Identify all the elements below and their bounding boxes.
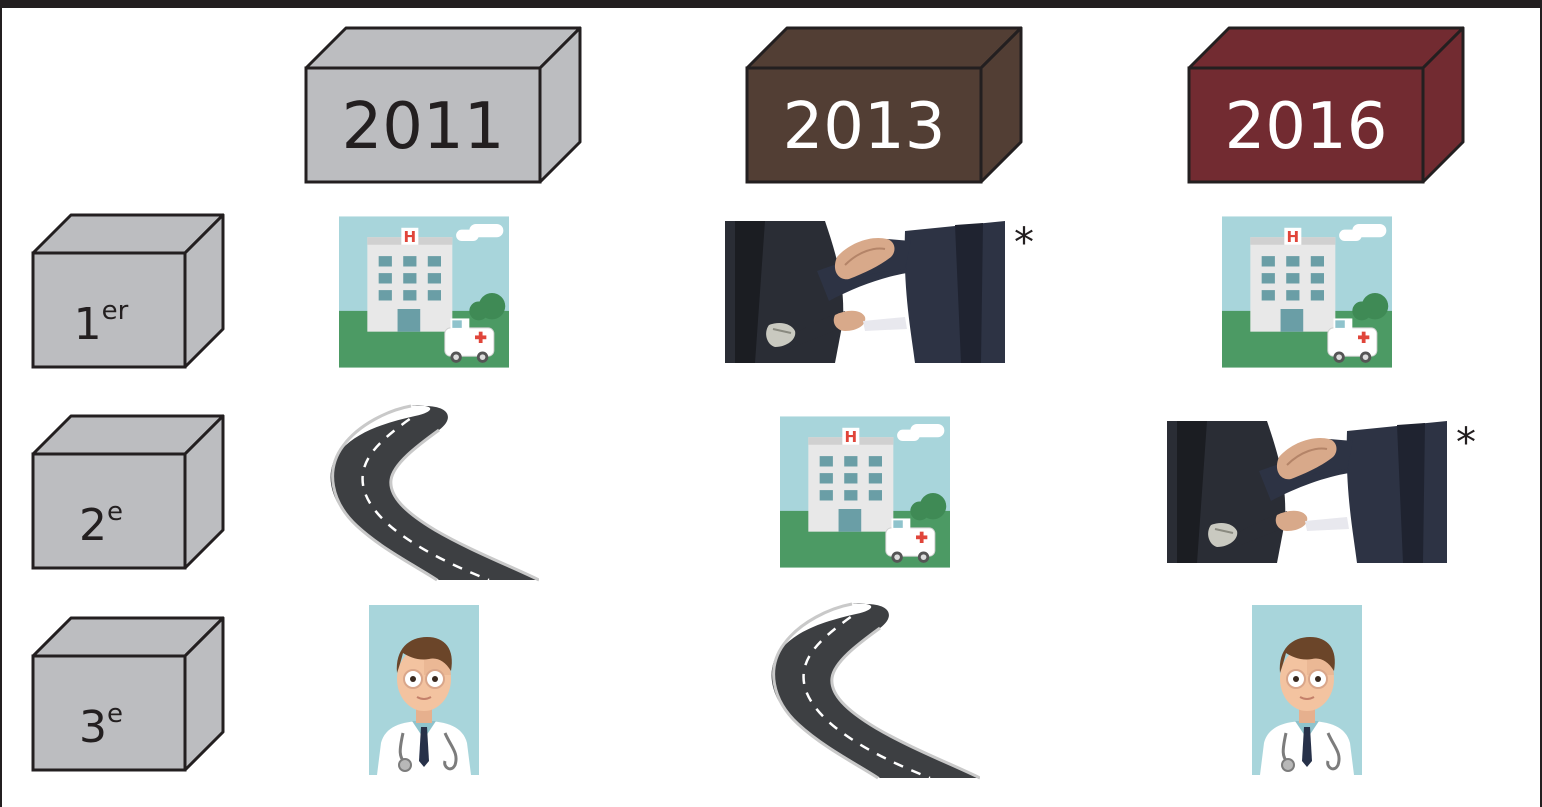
rank-label: 1er	[74, 296, 129, 350]
rank-label: 3e	[79, 699, 123, 753]
hospital-icon	[1222, 215, 1392, 369]
rank-box-3: 3e	[31, 616, 225, 772]
year-box-2016: 2016	[1187, 26, 1465, 184]
year-label: 2013	[783, 90, 946, 164]
year-label: 2016	[1225, 90, 1388, 164]
bribery-handshake-photo	[1166, 421, 1448, 563]
bribery-handshake-photo	[724, 221, 1006, 363]
asterisk-note-marker: *	[1456, 420, 1476, 466]
hospital-icon	[339, 215, 509, 369]
doctor-icon	[369, 605, 479, 775]
doctor-icon	[1252, 605, 1362, 775]
hospital-icon	[780, 415, 950, 569]
rank-box-2: 2e	[31, 414, 225, 570]
rank-label: 2e	[79, 497, 123, 551]
rank-box-1: 1er	[31, 213, 225, 369]
year-label: 2011	[342, 90, 505, 164]
year-box-2013: 2013	[745, 26, 1023, 184]
road-icon	[329, 404, 539, 582]
asterisk-note-marker: *	[1014, 220, 1034, 266]
road-icon	[770, 602, 980, 780]
year-box-2011: 2011	[304, 26, 582, 184]
